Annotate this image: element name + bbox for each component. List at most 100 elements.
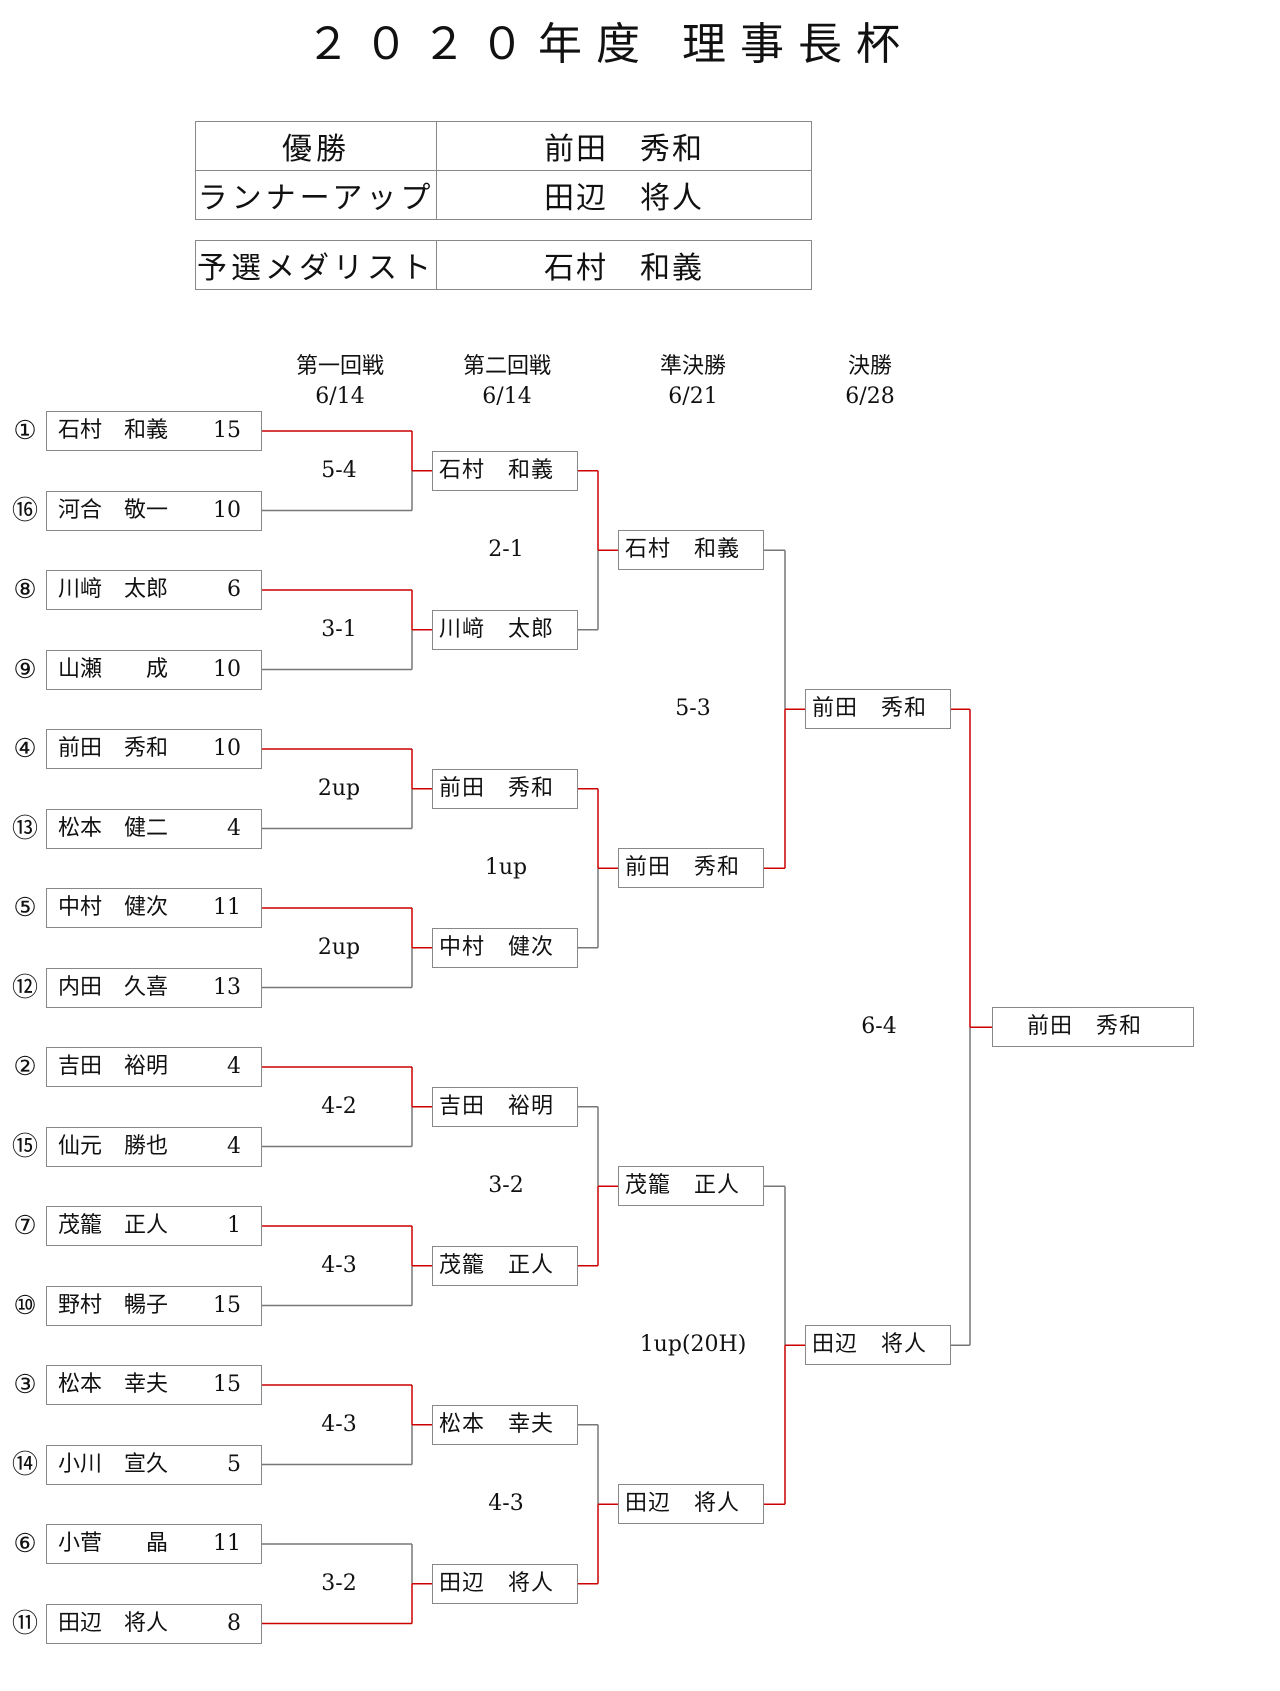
seed-number: ⑨ [13,654,37,685]
player-name: 小菅 晶 [58,1531,169,1556]
player-box: 小川 宣久 5 [46,1444,262,1485]
player-box: 中村 健次 11 [46,888,262,928]
medalist-table: 予選メダリスト 石村 和義 [195,240,812,290]
champion-box: 前田 秀和 [992,1007,1194,1048]
seed-number: ⑭ [11,1449,38,1480]
match-result: 2up [317,775,361,801]
player-name: 野村 暢子 [58,1292,169,1318]
seed-number: ④ [13,734,37,764]
winner-name: 中村 健次 [439,934,555,960]
seed-number: ⑪ [11,1608,38,1639]
winner-name: 田辺 将人 [625,1491,741,1517]
round-date: 6/21 [668,384,718,409]
winner-box: 田辺 将人 [432,1563,578,1604]
player-score: 11 [213,895,241,920]
match-result: 2up [317,934,361,960]
page-title: ２０２０年度 理事長杯 [306,19,914,70]
player-score: 8 [227,1610,241,1636]
player-name: 山瀬 成 [58,656,169,682]
winner-box: 中村 健次 [432,927,578,968]
seed-number: ⑬ [11,813,38,844]
player-box: 山瀬 成 10 [46,649,262,690]
round-name: 第二回戦 [462,354,551,379]
player-name: 河合 敬一 [58,497,169,523]
player-score: 4 [227,815,241,841]
seed-number: ⑯ [11,495,38,526]
player-name: 中村 健次 [58,895,169,920]
winner-name: 石村 和義 [625,537,741,563]
winner-box: 川﨑 太郎 [432,609,578,650]
player-score: 13 [213,974,241,1000]
match-result: 6-4 [861,1014,897,1040]
seed-number: ⑧ [13,575,37,605]
player-score: 10 [213,656,241,682]
player-score: 15 [213,1372,241,1397]
winner-label: 優勝 [195,121,437,171]
player-name: 小川 宣久 [58,1451,169,1477]
match-result: 3-2 [488,1173,524,1199]
match-result: 1up [484,855,528,881]
seed-number: ⑤ [13,893,37,923]
winner-box: 石村 和義 [432,450,578,491]
player-score: 5 [227,1451,241,1477]
match-result: 4-3 [488,1491,524,1517]
medalist-name: 石村 和義 [436,240,812,290]
winner-name: 川﨑 太郎 [439,616,555,642]
winner-box: 松本 幸夫 [432,1404,578,1445]
winner-name: 田辺 将人 [812,1332,928,1358]
runner-up-name: 田辺 将人 [436,170,812,220]
player-name: 田辺 将人 [58,1610,169,1636]
player-name: 松本 健二 [58,815,169,841]
player-box: 仙元 勝也 4 [46,1126,262,1167]
winner-box: 前田 秀和 [805,689,951,730]
winner-name: 石村 和義 [439,457,555,483]
seed-number: ⑦ [13,1211,37,1241]
match-result: 4-3 [321,1252,357,1278]
champion-name: 前田 秀和 [1027,1014,1143,1040]
winner-box: 前田 秀和 [432,768,578,809]
player-name: 石村 和義 [58,418,169,443]
round-name: 準決勝 [659,354,726,379]
match-result: 4-3 [321,1411,357,1437]
player-name: 前田 秀和 [58,736,169,761]
round-header: 第二回戦 6/14 [432,352,582,412]
winner-box: 吉田 裕明 [432,1086,578,1127]
round-header: 準決勝 6/21 [618,352,768,412]
seed-number: ⑫ [11,972,38,1003]
seed-number: ③ [13,1370,37,1400]
player-name: 川﨑 太郎 [58,577,169,602]
winner-name: 前田 秀和 [812,696,928,722]
match-result: 2-1 [488,537,524,563]
player-name: 仙元 勝也 [58,1133,169,1159]
round-date: 6/14 [482,384,532,409]
winner-box: 田辺 将人 [805,1325,951,1366]
winner-box: 田辺 将人 [618,1484,764,1525]
player-score: 10 [213,736,241,761]
player-score: 15 [213,418,241,443]
match-result: 1up(20H) [639,1332,747,1358]
player-score: 1 [227,1213,241,1238]
seed-number: ⑮ [11,1131,38,1162]
winner-name: 田辺 将人 [439,1570,555,1596]
round-date: 6/14 [315,384,365,409]
player-score: 10 [213,497,241,523]
match-result: 5-3 [675,696,711,722]
winner-name: 前田 秀和 [625,855,741,881]
round-date: 6/28 [845,384,895,409]
winner-box: 茂籠 正人 [618,1166,764,1207]
player-box: 河合 敬一 10 [46,490,262,531]
winner-name: 茂籠 正人 [439,1252,555,1278]
player-score: 4 [227,1054,241,1079]
player-box: 前田 秀和 10 [46,729,262,769]
player-score: 4 [227,1133,241,1159]
winner-name: 茂籠 正人 [625,1173,741,1199]
match-result: 5-4 [321,457,357,483]
runner-up-label: ランナーアップ [195,170,437,220]
